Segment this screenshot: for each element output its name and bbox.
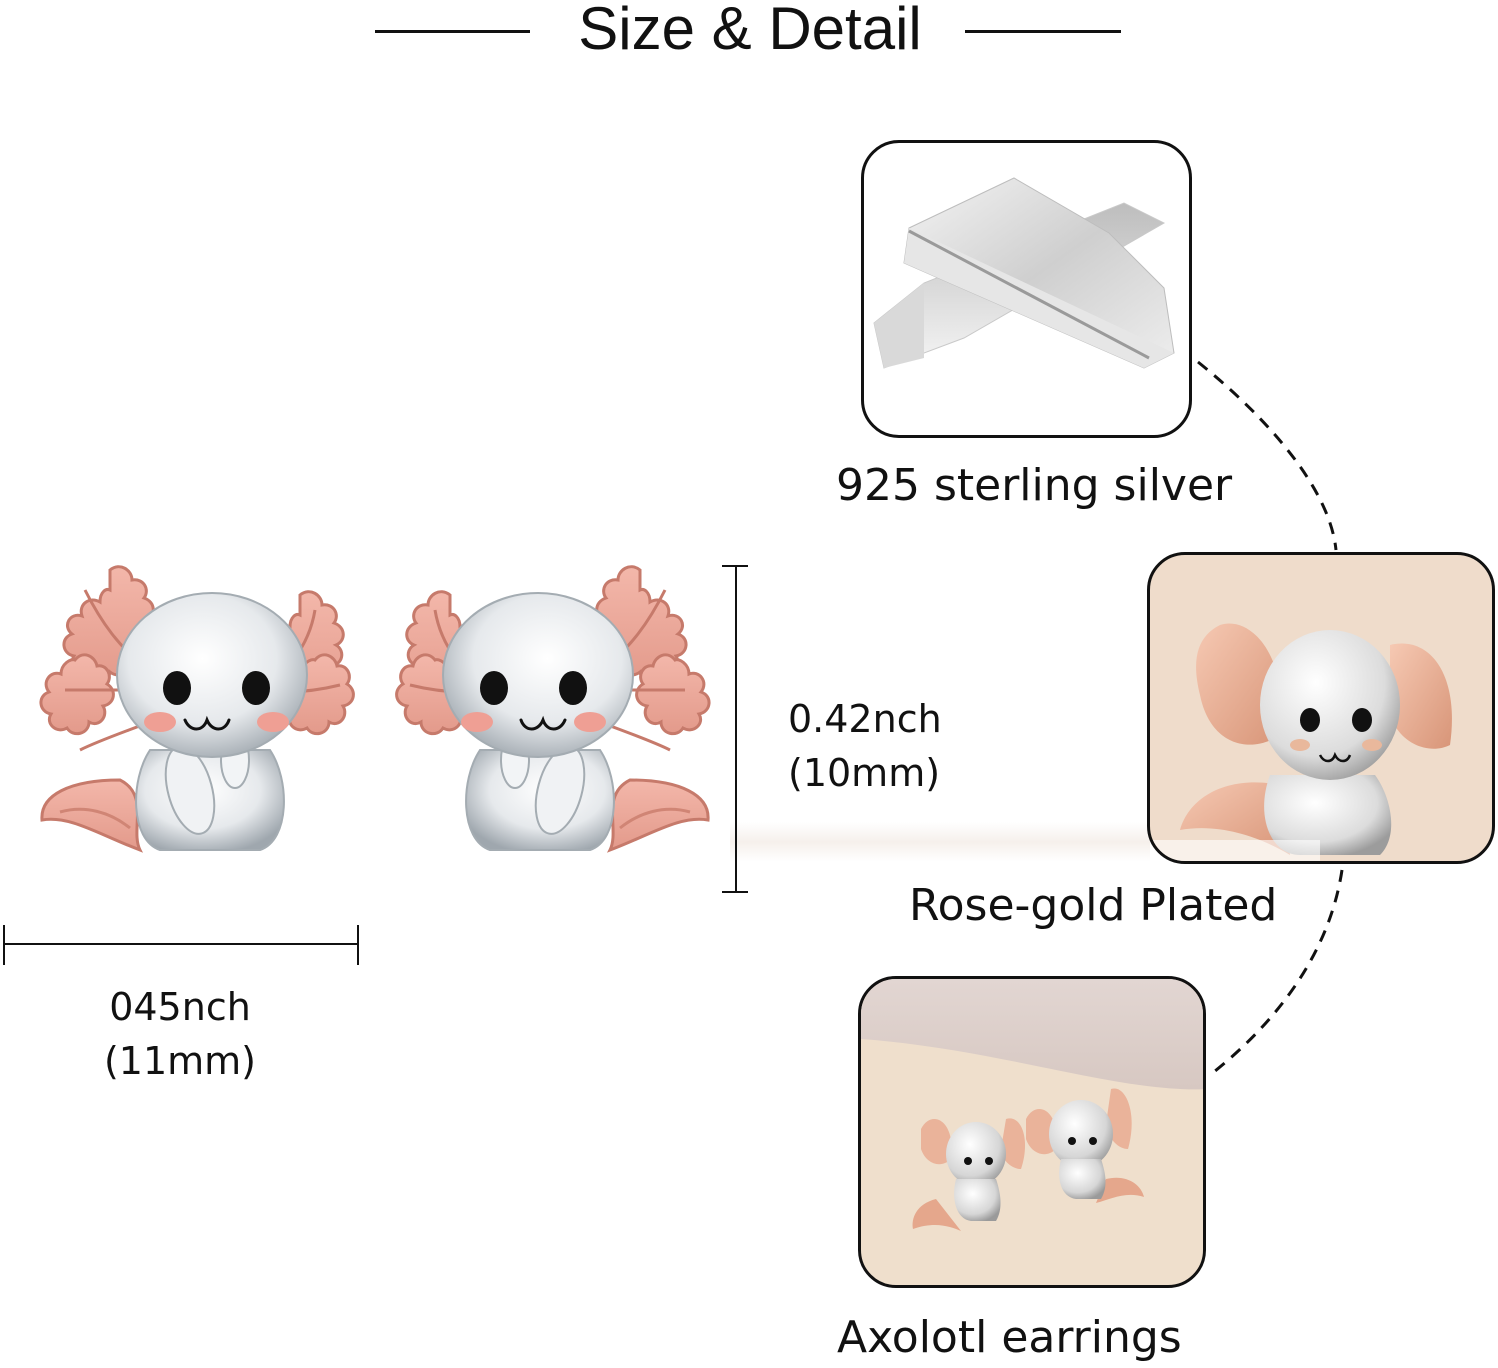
height-mm: (10mm) <box>788 751 941 795</box>
height-dimension-label: 0.42nch (10mm) <box>788 692 942 800</box>
width-mm: (11mm) <box>103 1039 257 1083</box>
height-dimension-line <box>735 566 737 893</box>
width-dimension-cap-left <box>3 925 5 965</box>
width-dimension-line <box>4 943 358 945</box>
page-title: Size & Detail <box>578 0 922 62</box>
width-dimension-cap-right <box>357 925 359 965</box>
feature-card-axolotl-earrings <box>858 976 1206 1288</box>
axolotl-earrings-photo <box>861 979 1203 1231</box>
title-rule-right <box>965 30 1121 33</box>
width-dimension-label: 045nch (11mm) <box>95 980 265 1088</box>
feature-label-axolotl-earrings: Axolotl earrings <box>837 1312 1182 1363</box>
axolotl-earrings-illustration <box>39 565 711 852</box>
background-sheen <box>730 822 1150 862</box>
rose-gold-earring-image <box>1150 623 1452 861</box>
feature-card-silver <box>861 140 1192 438</box>
height-dimension-cap-bottom <box>722 891 748 893</box>
feature-label-silver: 925 sterling silver <box>836 460 1233 511</box>
feature-label-rose-gold: Rose-gold Plated <box>909 880 1278 931</box>
width-inches: 045nch <box>109 985 251 1029</box>
title-rule-left <box>375 30 530 33</box>
height-inches: 0.42nch <box>788 697 942 741</box>
height-dimension-cap-top <box>722 565 748 567</box>
dashed-connector-arc <box>1197 360 1344 1077</box>
feature-card-rose-gold <box>1147 552 1495 864</box>
silver-bars-image <box>873 177 1175 369</box>
